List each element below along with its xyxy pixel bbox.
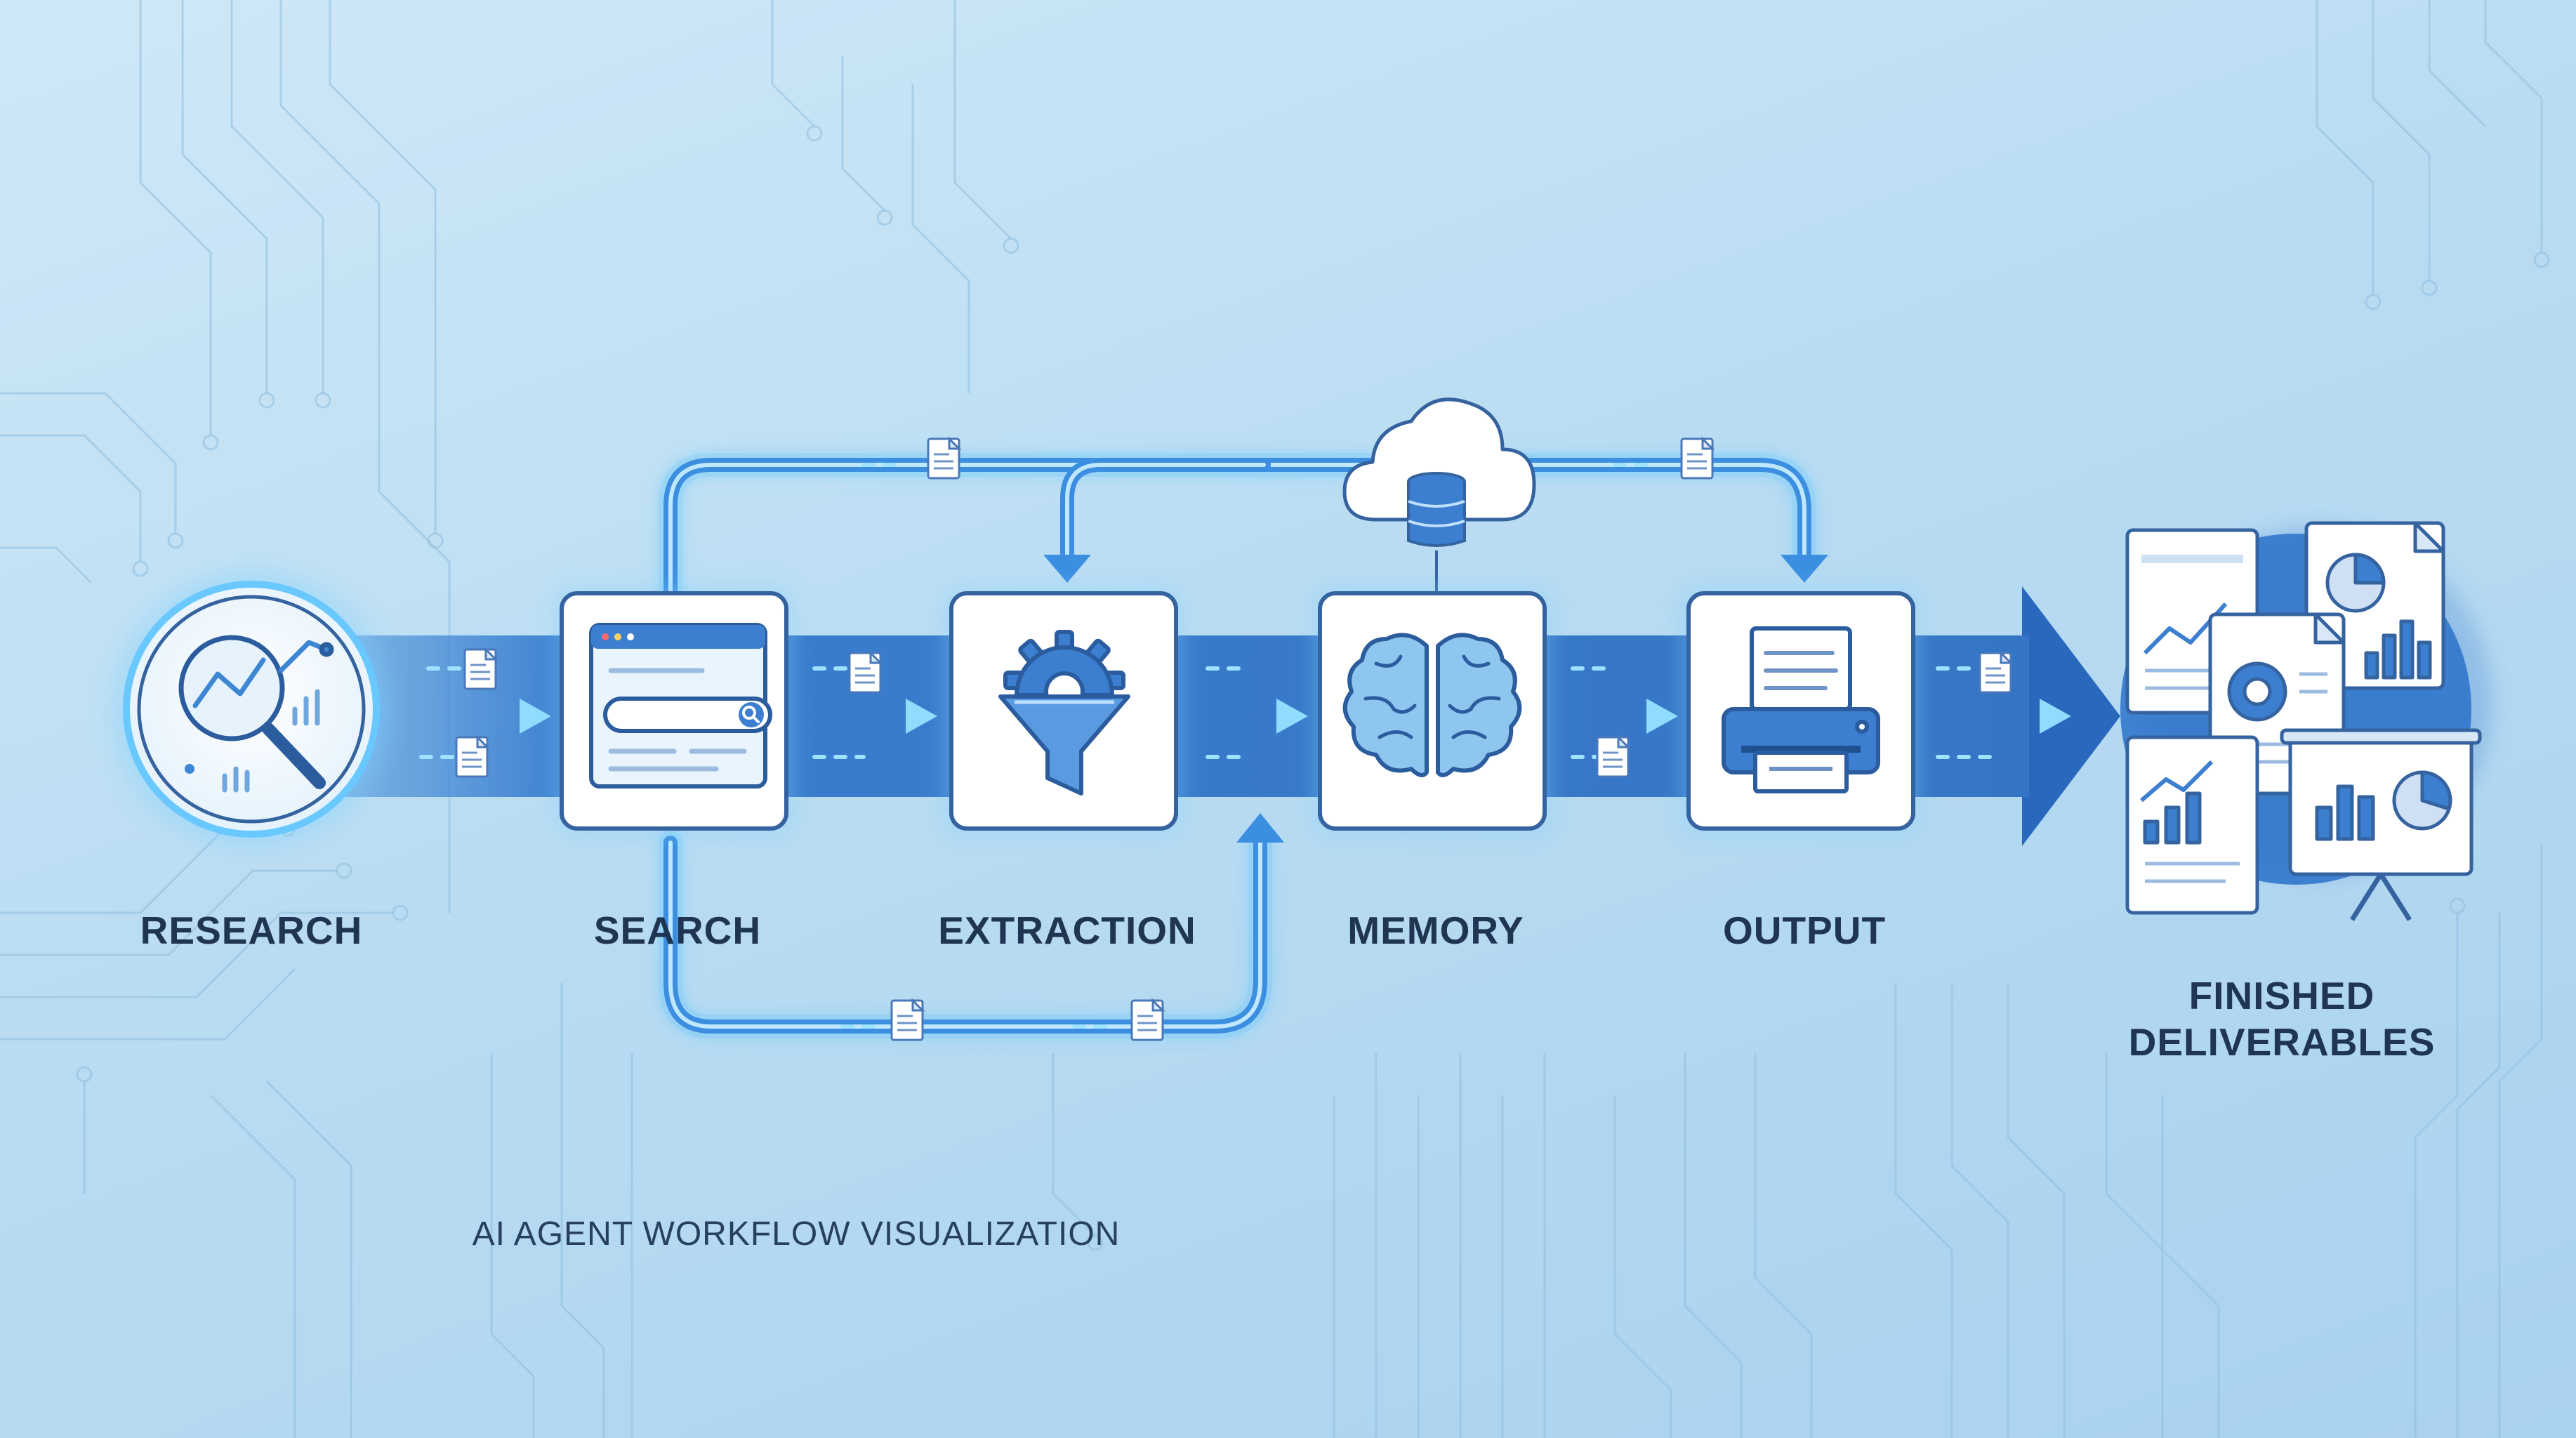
cloud-database-icon	[1342, 397, 1536, 593]
arrowhead-down-extraction	[1043, 555, 1091, 583]
stage-label-output: OUTPUT	[1722, 909, 1887, 952]
diagram-caption: AI AGENT WORKFLOW VISUALIZATION	[472, 1215, 1121, 1253]
stage-label-search: SEARCH	[593, 909, 762, 952]
reports-stack-icon	[2120, 521, 2492, 921]
upper-loop-connector	[659, 453, 1816, 616]
circuit-nodes	[76, 125, 2550, 1251]
browser-search-icon	[589, 623, 772, 789]
flow-arrows	[390, 463, 2071, 1029]
deliverables-label-line1: FINISHED	[2188, 974, 2375, 1017]
arrowhead-down-output	[1781, 555, 1828, 583]
arrowhead-up-memory	[1236, 813, 1284, 843]
magnifier-chart-icon	[178, 635, 334, 793]
stage-label-research: RESEARCH	[140, 909, 363, 952]
deliverables-label: FINISHED DELIVERABLES	[2036, 972, 2528, 1065]
stage-label-extraction: EXTRACTION	[938, 909, 1196, 952]
brain-icon	[1342, 633, 1522, 777]
stage-label-memory: MEMORY	[1347, 909, 1524, 952]
printer-icon	[1722, 626, 1880, 793]
lower-loop-connector	[659, 831, 1272, 1038]
deliverables-label-line2: DELIVERABLES	[2128, 1020, 2436, 1064]
gear-funnel-icon	[998, 630, 1130, 796]
